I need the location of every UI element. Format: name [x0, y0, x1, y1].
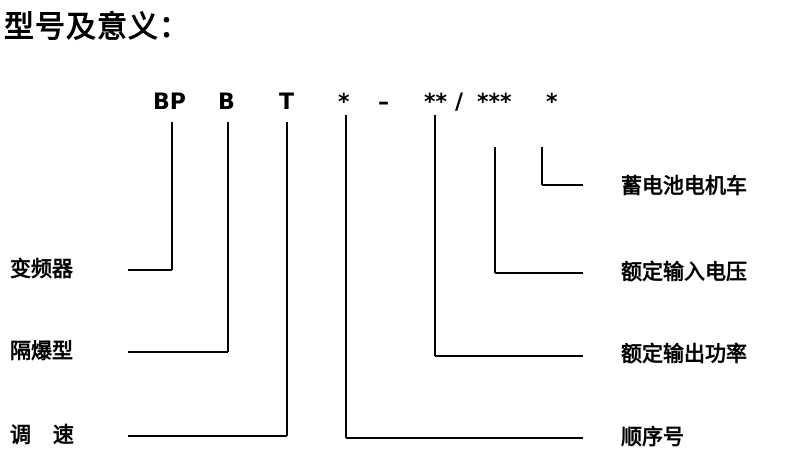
code-power-placeholder: **: [424, 90, 448, 115]
label-speed-regulation: 调 速: [10, 423, 74, 447]
label-explosion-proof: 隔爆型: [10, 339, 73, 363]
code-slash: /: [455, 90, 464, 115]
code-b: B: [218, 90, 235, 115]
page-title: 型号及意义：: [4, 10, 190, 45]
code-dash: –: [378, 90, 389, 115]
code-t: T: [279, 90, 295, 115]
code-sequence-placeholder: *: [338, 90, 350, 115]
label-inverter: 变频器: [10, 257, 73, 281]
code-voltage-placeholder: ***: [477, 90, 512, 115]
label-rated-output-power: 额定输出功率: [621, 342, 747, 366]
code-car-placeholder: *: [546, 90, 558, 115]
code-bp: BP: [153, 90, 186, 115]
label-serial-number: 顺序号: [621, 425, 684, 449]
label-battery-locomotive: 蓄电池电机车: [621, 174, 747, 198]
label-rated-input-voltage: 额定输入电压: [621, 260, 747, 284]
